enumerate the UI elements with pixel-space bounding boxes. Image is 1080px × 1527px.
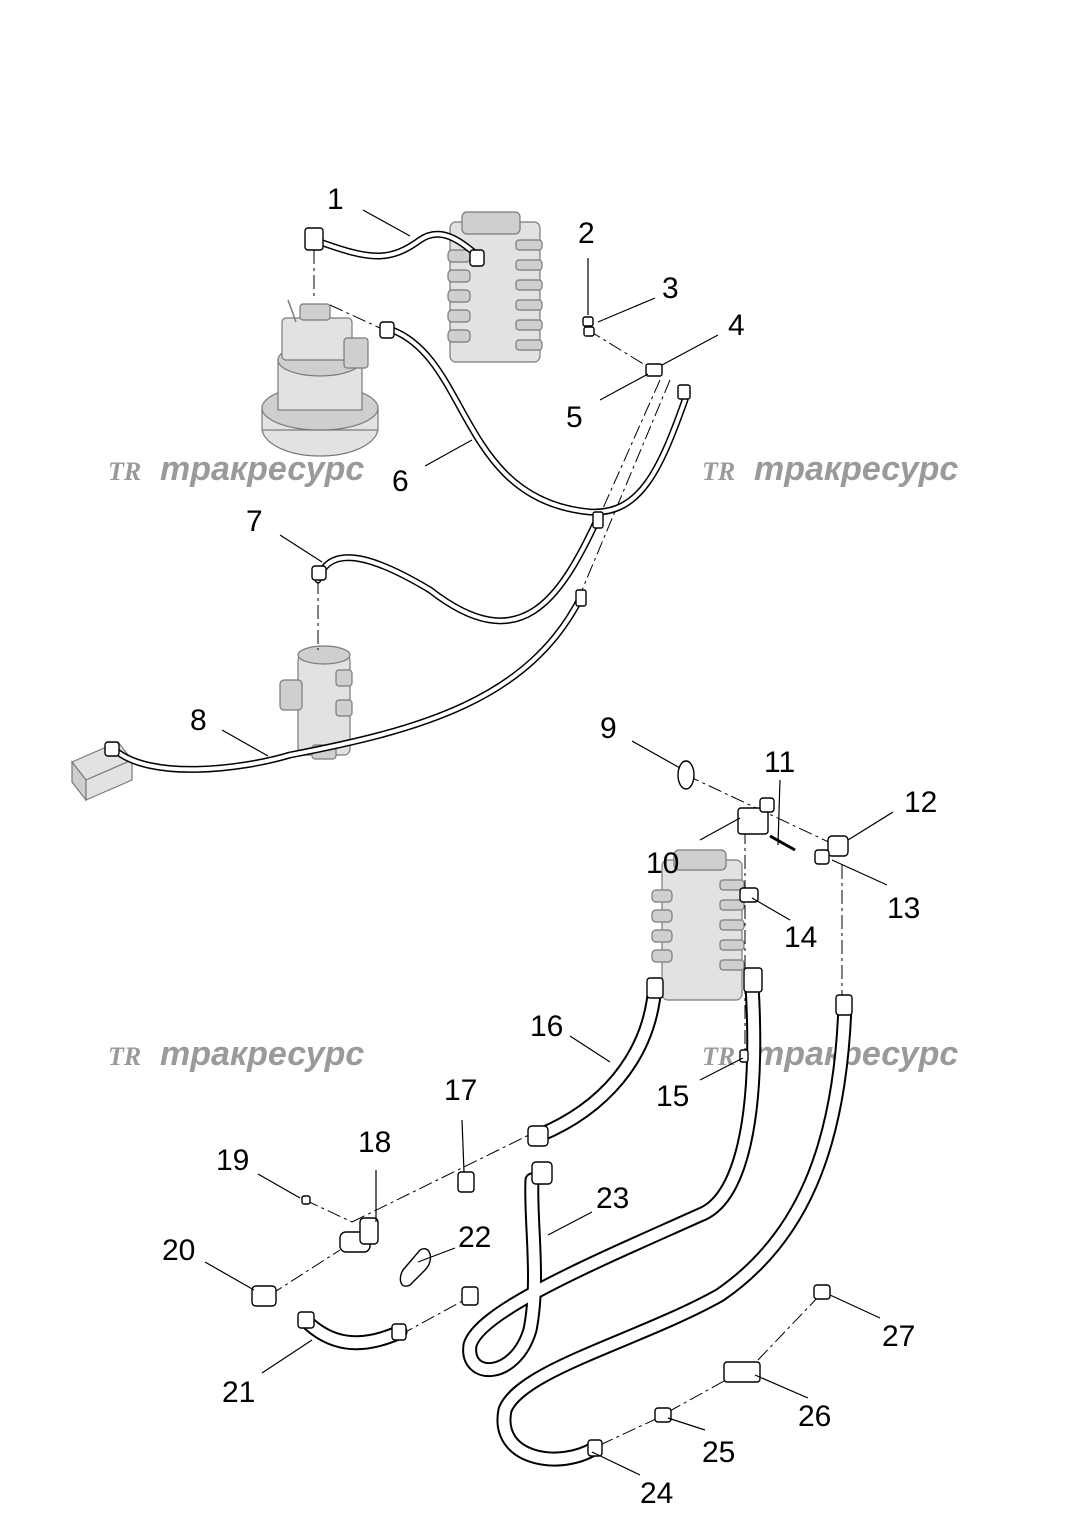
swing-motor <box>261 299 379 457</box>
callout-2: 2 <box>578 217 595 250</box>
watermark-bottom-right: TR тракресурс <box>702 1035 958 1073</box>
callout-23: 23 <box>596 1182 629 1215</box>
watermark-top-right: TR тракресурс <box>702 450 958 488</box>
fittings <box>104 227 853 1457</box>
callout-27: 27 <box>882 1320 915 1353</box>
callout-19: 19 <box>216 1144 249 1177</box>
callout-20: 20 <box>162 1234 195 1267</box>
callout-9: 9 <box>600 712 617 745</box>
watermark-logo: TR <box>702 1042 735 1071</box>
watermark-text: тракресурс <box>160 450 364 488</box>
callout-26: 26 <box>798 1400 831 1433</box>
watermark-logo: TR <box>108 457 141 486</box>
callout-1: 1 <box>327 183 344 216</box>
watermark-bottom-left: TR тракресурс <box>108 1035 364 1073</box>
callout-25: 25 <box>702 1436 735 1469</box>
watermark-text: тракресурс <box>754 1035 958 1073</box>
callout-10: 10 <box>646 847 679 880</box>
callout-5: 5 <box>566 401 583 434</box>
callout-7: 7 <box>246 505 263 538</box>
watermark-text: тракресурс <box>754 450 958 488</box>
watermark-text: тракресурс <box>160 1035 364 1073</box>
callout-13: 13 <box>887 892 920 925</box>
port-block <box>71 741 133 802</box>
callout-11: 11 <box>764 746 795 779</box>
hoses <box>111 230 853 1467</box>
callout-8: 8 <box>190 704 207 737</box>
callout-16: 16 <box>530 1010 563 1043</box>
leader-lines <box>204 209 894 1476</box>
watermark-top-left: TR тракресурс <box>108 450 364 488</box>
watermark-logo: TR <box>702 457 735 486</box>
callout-4: 4 <box>728 309 745 342</box>
callout-21: 21 <box>222 1376 255 1409</box>
callout-22: 22 <box>458 1221 491 1254</box>
callout-17: 17 <box>444 1074 477 1107</box>
callout-labels: 1 2 3 4 5 6 7 8 9 11 12 10 13 14 16 15 1… <box>162 183 937 1510</box>
control-valve-lower <box>651 849 745 1001</box>
control-valve-upper <box>447 211 543 363</box>
callout-18: 18 <box>358 1126 391 1159</box>
callout-3: 3 <box>662 272 679 305</box>
callout-24: 24 <box>640 1477 673 1510</box>
callout-15: 15 <box>656 1080 689 1113</box>
center-lines <box>269 250 843 1446</box>
callout-6: 6 <box>392 465 409 498</box>
watermark-logo: TR <box>108 1042 141 1071</box>
swivel-joint <box>279 645 353 760</box>
callout-12: 12 <box>904 786 937 819</box>
callout-14: 14 <box>784 921 817 954</box>
